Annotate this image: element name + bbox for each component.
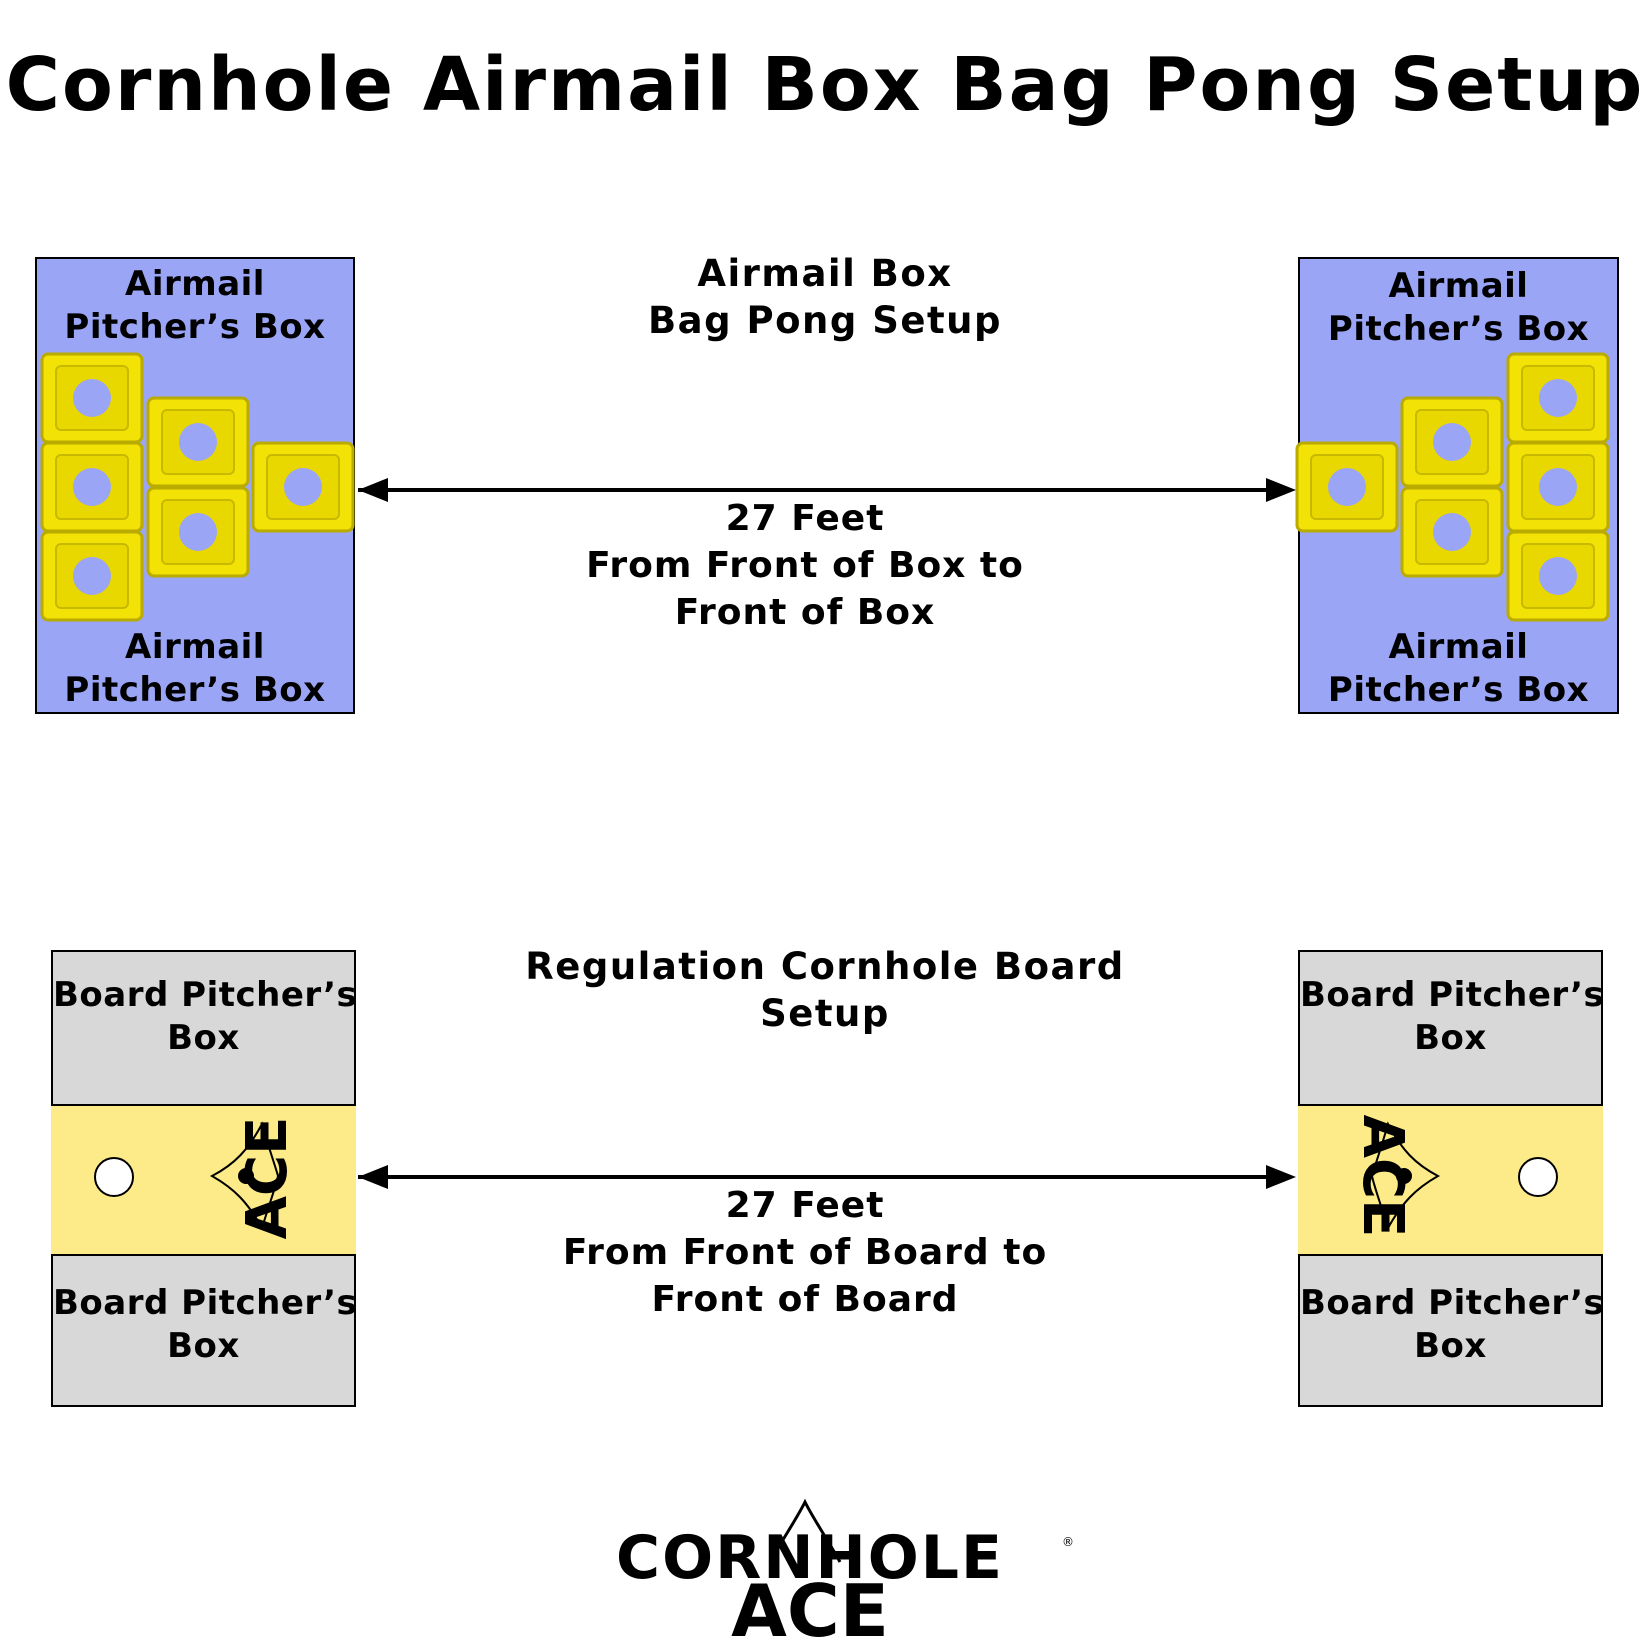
cornhole-ace-logo: CORNHOLE ACE ® — [616, 1498, 1074, 1650]
label-line: Pitcher’s Box — [64, 670, 326, 710]
label-line: Board Pitcher’s — [53, 975, 358, 1015]
label-line: Airmail — [1388, 627, 1529, 667]
airmail-cup-icon — [1506, 441, 1610, 533]
label-line: Board Pitcher’s — [1300, 975, 1605, 1015]
left-airmail-box-bottom-label: Airmail Pitcher’s Box — [37, 626, 353, 712]
airmail-heading-line2: Bag Pong Setup — [647, 299, 1003, 342]
distance-line3: Front of Board — [651, 1279, 959, 1320]
distance-line2: From Front of Board to — [562, 1232, 1048, 1273]
arrowhead-right-icon — [1266, 1165, 1296, 1189]
right-board-logo-text: ACE — [1350, 1115, 1415, 1238]
label-line: Airmail — [125, 264, 265, 304]
right-board-ace-logo-icon: ACE — [1350, 1115, 1441, 1238]
airmail-setup-heading: Airmail Box Bag Pong Setup — [600, 250, 1050, 344]
board-distance-label: 27 Feet From Front of Board to Front of … — [525, 1182, 1085, 1323]
page-title: Cornhole Airmail Box Bag Pong Setup — [5, 42, 1645, 128]
right-board-box-top-label: Board Pitcher’s Box — [1300, 974, 1605, 1060]
registered-mark: ® — [1062, 1535, 1074, 1549]
distance-line1: 27 Feet — [725, 498, 885, 539]
right-board-hole — [1518, 1157, 1558, 1197]
label-line: Airmail — [125, 627, 265, 667]
airmail-cup-icon — [40, 530, 144, 622]
label-line: Pitcher’s Box — [64, 307, 326, 347]
left-board-ace-logo-icon: ACE — [209, 1117, 300, 1240]
airmail-cup-icon — [1295, 441, 1399, 533]
airmail-distance-arrow — [358, 478, 1296, 502]
airmail-cup-icon — [1506, 352, 1610, 444]
label-line: Box — [167, 1326, 240, 1366]
arrowhead-right-icon — [1266, 478, 1296, 502]
board-distance-arrow — [358, 1165, 1296, 1189]
left-board-box-top-label: Board Pitcher’s Box — [53, 974, 358, 1060]
airmail-cup-icon — [40, 352, 144, 444]
distance-line2: From Front of Box to — [586, 545, 1024, 586]
right-airmail-box-top-label: Airmail Pitcher’s Box — [1300, 265, 1617, 351]
logo-ace-text: ACE — [731, 1569, 889, 1650]
distance-line1: 27 Feet — [725, 1185, 885, 1226]
board-heading-line2: Setup — [760, 992, 890, 1035]
label-line: Box — [1414, 1326, 1487, 1366]
distance-line3: Front of Box — [674, 592, 936, 633]
arrowhead-left-icon — [358, 478, 388, 502]
logo-cornhole-text: CORNHOLE — [616, 1523, 1004, 1593]
label-line: Airmail — [1388, 266, 1529, 306]
left-airmail-box-top-label: Airmail Pitcher’s Box — [37, 263, 353, 349]
airmail-cup-icon — [146, 486, 250, 578]
label-line: Pitcher’s Box — [1327, 670, 1590, 710]
board-heading-line1: Regulation Cornhole Board — [525, 945, 1125, 988]
label-line: Pitcher’s Box — [1327, 309, 1590, 349]
arrowhead-left-icon — [358, 1165, 388, 1189]
left-board-box-bottom-label: Board Pitcher’s Box — [53, 1282, 358, 1368]
airmail-cup-icon — [1400, 396, 1504, 488]
right-board-box-bottom-label: Board Pitcher’s Box — [1300, 1282, 1605, 1368]
airmail-heading-line1: Airmail Box — [697, 252, 953, 295]
airmail-distance-label: 27 Feet From Front of Box to Front of Bo… — [555, 495, 1055, 636]
left-board-hole — [94, 1157, 134, 1197]
left-cornhole-board — [51, 1104, 356, 1256]
right-airmail-cup-stack — [1295, 352, 1610, 622]
right-airmail-box-bottom-label: Airmail Pitcher’s Box — [1300, 626, 1617, 712]
label-line: Board Pitcher’s — [53, 1283, 358, 1323]
airmail-cup-icon — [251, 441, 355, 533]
left-airmail-cup-stack — [40, 352, 355, 622]
airmail-cup-icon — [40, 441, 144, 533]
label-line: Box — [1414, 1018, 1487, 1058]
label-line: Board Pitcher’s — [1300, 1283, 1605, 1323]
label-line: Box — [167, 1018, 240, 1058]
airmail-cup-icon — [1506, 530, 1610, 622]
board-setup-heading: Regulation Cornhole Board Setup — [480, 943, 1170, 1037]
airmail-cup-icon — [146, 396, 250, 488]
airmail-cup-icon — [1400, 486, 1504, 578]
left-board-logo-text: ACE — [235, 1117, 300, 1240]
